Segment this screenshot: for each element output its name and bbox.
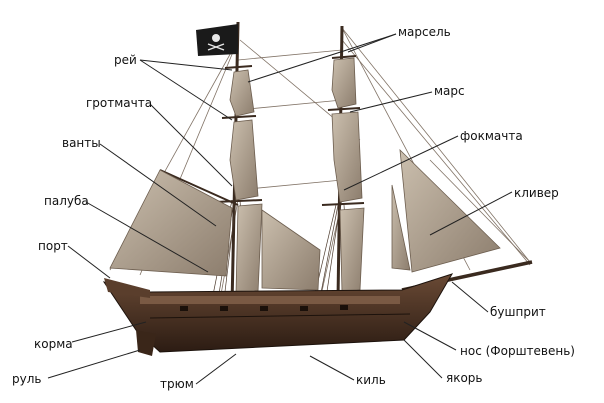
sails: [109, 57, 501, 295]
main-topsail: [229, 69, 255, 117]
hull: [102, 273, 454, 356]
label-grotmachta: гротмачта: [86, 96, 153, 110]
main-course: [235, 203, 263, 295]
label-paluba: палуба: [44, 194, 89, 208]
label-rey: рей: [114, 53, 137, 67]
label-port: порт: [38, 239, 68, 253]
leader-lines: [47, 33, 513, 385]
label-fokmachta: фокмачта: [460, 129, 523, 143]
jolly-roger-icon: [196, 24, 238, 56]
label-kil: киль: [356, 373, 386, 387]
jib-sail-2: [391, 184, 411, 271]
label-rul: руль: [12, 372, 42, 386]
gun-ports: [180, 305, 348, 311]
label-korma: корма: [34, 337, 73, 351]
main-topgallant: [229, 119, 259, 201]
rudder: [136, 330, 156, 356]
label-bushprit: бушприт: [490, 305, 546, 319]
jib-sail: [399, 148, 501, 273]
fore-topgallant: [331, 111, 363, 203]
label-mars: марс: [434, 84, 465, 98]
spanker-sail: [109, 169, 233, 277]
label-vanty: ванты: [62, 136, 101, 150]
label-kliver: кливер: [514, 186, 559, 200]
stern-castle: [104, 278, 150, 298]
staysail: [261, 209, 321, 291]
label-nos: нос (Форштевень): [460, 344, 575, 358]
label-marsel: марсель: [398, 25, 451, 39]
label-yakor: якорь: [446, 371, 483, 385]
label-tryum: трюм: [160, 377, 194, 391]
fore-topsail: [331, 57, 357, 109]
fore-course: [339, 207, 365, 293]
